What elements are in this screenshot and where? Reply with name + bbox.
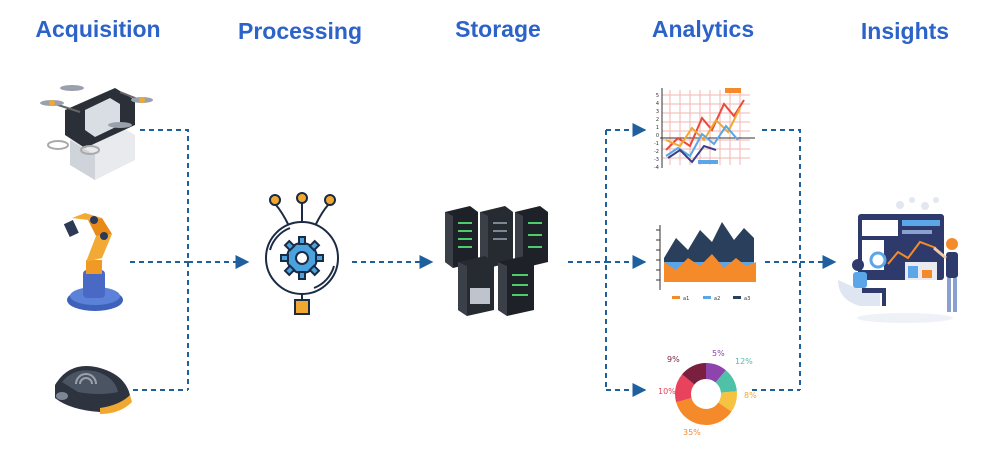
drone-icon — [40, 85, 153, 180]
analytics-line-chart — [660, 88, 755, 168]
server-racks-icon — [445, 206, 548, 316]
y-tick: 4 — [656, 101, 659, 107]
y-tick: -1 — [654, 141, 659, 147]
connector-drone — [140, 129, 189, 390]
connector-line-out — [762, 129, 801, 390]
donut-label: 5% — [712, 349, 725, 358]
donut-label: 12% — [735, 357, 753, 366]
server-rack — [515, 206, 548, 268]
y-tick: 1 — [656, 125, 659, 131]
y-tick: 3 — [656, 109, 659, 115]
seated-person — [838, 259, 886, 306]
y-tick: 2 — [656, 117, 659, 123]
server-rack — [498, 256, 534, 316]
robot-arm-icon — [63, 213, 123, 311]
area-chart-legend: a1 a2 a3 — [683, 296, 750, 302]
y-tick: -4 — [654, 165, 659, 171]
y-tick: 5 — [656, 93, 659, 99]
line-chart-y-ticks: 5 4 3 2 1 0 -1 -2 -3 -4 — [654, 93, 659, 171]
connectors — [130, 123, 837, 397]
donut-label: 8% — [744, 391, 757, 400]
stage-title-storage: Storage — [455, 16, 541, 42]
legend-label: a1 — [683, 296, 689, 302]
y-tick: -3 — [654, 157, 659, 163]
legend-label: a2 — [714, 296, 720, 302]
donut-label: 9% — [667, 355, 680, 364]
server-rack — [445, 206, 478, 268]
y-tick: -2 — [654, 149, 659, 155]
stage-title-processing: Processing — [238, 18, 362, 44]
donut-label: 35% — [683, 428, 701, 437]
server-rack — [480, 206, 513, 268]
legend-label: a3 — [744, 296, 750, 302]
donut-label: 10% — [658, 387, 676, 396]
people-dashboard-icon — [838, 197, 958, 323]
stage-title-insights: Insights — [860, 18, 950, 44]
donut-chart-labels: 5% 12% 8% 35% 10% 9% — [658, 349, 757, 437]
y-tick: 0 — [656, 133, 659, 139]
stage-title-acquisition: Acquisition — [35, 16, 161, 42]
analytics-area-chart — [656, 222, 756, 299]
stage-title-analytics: Analytics — [651, 16, 755, 42]
server-rack — [458, 256, 494, 316]
standing-person — [933, 238, 958, 312]
analytics-donut-chart — [675, 363, 737, 425]
gear-processor-icon — [265, 192, 339, 315]
smart-car-sensor-icon — [55, 366, 132, 414]
